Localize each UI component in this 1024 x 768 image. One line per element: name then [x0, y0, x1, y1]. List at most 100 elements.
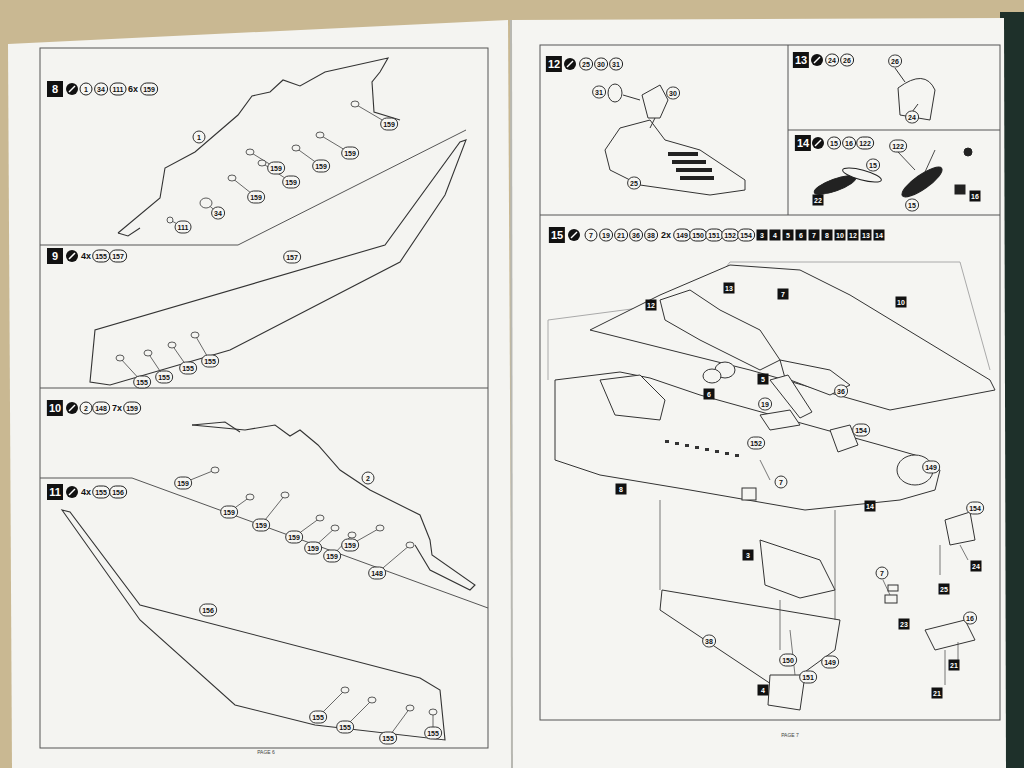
page-number: PAGE 7 [780, 733, 800, 738]
subassembly-number: 5 [783, 230, 794, 241]
main-assembly [742, 488, 756, 500]
part-number: 16 [842, 137, 856, 150]
pin [351, 101, 359, 107]
glue-icon [811, 54, 823, 66]
part-number: 26 [840, 54, 854, 67]
callout-number: 159 [267, 162, 285, 175]
glue-nib [571, 232, 577, 238]
pin [144, 350, 152, 356]
main-assembly [660, 590, 840, 690]
callout-number: 159 [247, 191, 265, 204]
subassembly-number: 13 [861, 230, 872, 241]
pin [341, 687, 349, 693]
step-number: 10 [47, 400, 63, 416]
part-number: 15 [827, 137, 841, 150]
pin [246, 149, 254, 155]
assembly-leader [960, 545, 968, 560]
subassembly-number: 21 [932, 688, 943, 699]
step-number: 11 [47, 484, 63, 500]
part-number: 159 [140, 83, 158, 96]
pin [316, 132, 324, 138]
callout-number: 154 [966, 502, 984, 515]
quantity-text: 4x [80, 252, 92, 261]
step-number: 8 [47, 81, 63, 97]
window-part [895, 68, 905, 82]
pin [292, 145, 300, 151]
windows [735, 454, 739, 457]
main-assembly [760, 540, 835, 598]
windows [675, 442, 679, 445]
callout-number: 7 [876, 567, 889, 580]
main-assembly [555, 265, 995, 710]
callout-number: 159 [312, 160, 330, 173]
callout-number: 155 [179, 362, 197, 375]
pin [228, 175, 236, 181]
callout-number: 1 [193, 131, 206, 144]
engine-cowl [623, 95, 640, 100]
part-number: 19 [599, 229, 613, 242]
subassembly-number: 21 [949, 660, 960, 671]
callout-number: 38 [702, 635, 716, 648]
part-number: 25 [579, 58, 593, 71]
glue-nib [815, 140, 821, 146]
part-number: 30 [594, 58, 608, 71]
callout-number: 151 [799, 671, 817, 684]
subassembly-number: 25 [939, 584, 950, 595]
windows [665, 440, 669, 443]
page-frames [540, 45, 1000, 720]
glue-nib [814, 57, 820, 63]
subassembly-number: 4 [758, 685, 769, 696]
pin [211, 467, 219, 473]
step-number: 13 [793, 52, 809, 68]
pin [258, 160, 266, 166]
step-number: 14 [795, 135, 811, 151]
part-number: 111 [110, 83, 127, 96]
subassembly-number: 3 [757, 230, 768, 241]
subassembly-number: 14 [874, 230, 885, 241]
part-number: 122 [856, 137, 874, 150]
main-assembly [945, 512, 975, 545]
engine-cowl [608, 84, 622, 102]
callout-number: 154 [852, 424, 870, 437]
glue-nib [69, 489, 75, 495]
glue-icon [66, 402, 78, 414]
windows [665, 440, 739, 457]
louvres [680, 176, 714, 180]
callout-number: 26 [888, 55, 902, 68]
step-number: 15 [549, 227, 565, 243]
main-assembly [600, 375, 665, 420]
callout-number: 155 [155, 371, 173, 384]
callout-number: 150 [779, 654, 797, 667]
fuselage-part [90, 140, 466, 385]
subassembly-number: 8 [616, 484, 627, 495]
subassembly-number: 12 [848, 230, 859, 241]
glue-nib [69, 405, 75, 411]
louvres [676, 168, 712, 172]
pin [191, 332, 199, 338]
part-number: 7 [585, 229, 598, 242]
part-number: 156 [109, 486, 127, 499]
assembly-leader [940, 545, 941, 575]
windows [725, 452, 729, 455]
subassembly-number: 7 [778, 289, 789, 300]
page-frames [40, 45, 1000, 748]
callout-number: 155 [201, 355, 219, 368]
pin [246, 494, 254, 500]
callout-number: 30 [666, 87, 680, 100]
callout-number: 36 [834, 385, 848, 398]
page-number: PAGE 6 [256, 750, 276, 755]
part-number: 31 [609, 58, 623, 71]
subassembly-number: 12 [646, 300, 657, 311]
callout-number: 15 [866, 159, 880, 172]
pin-leader [120, 104, 433, 738]
glue-icon [66, 486, 78, 498]
main-assembly [555, 372, 940, 510]
assembly-leader [790, 630, 795, 675]
pin [116, 355, 124, 361]
subassembly-number: 6 [704, 389, 715, 400]
pin [116, 101, 437, 715]
paper-pages [511, 20, 512, 768]
pin [368, 697, 376, 703]
page-frames [540, 215, 1000, 216]
subassembly-number: 16 [970, 191, 981, 202]
